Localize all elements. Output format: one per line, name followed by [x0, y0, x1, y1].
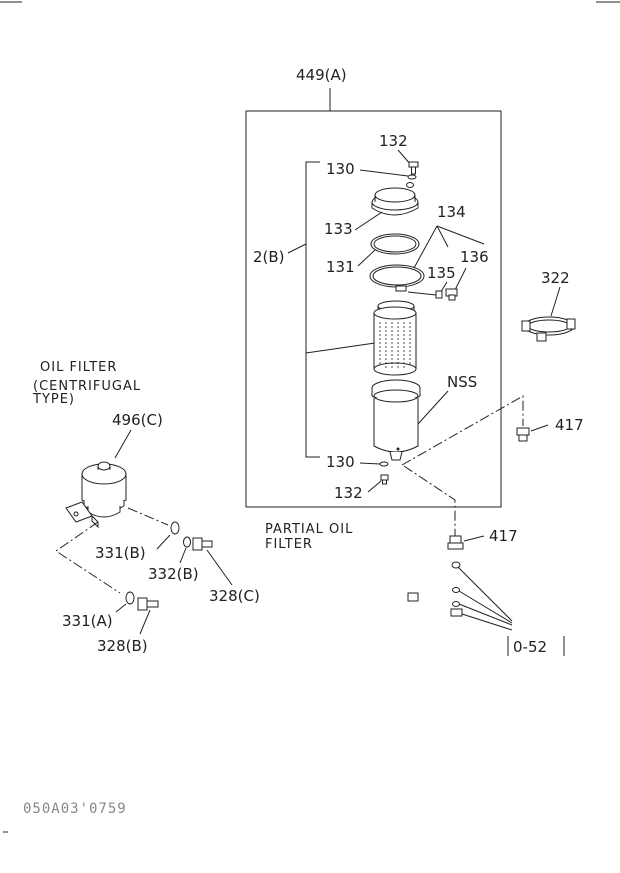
- leader-134-ring: [413, 225, 438, 269]
- caption-oil-filter-1: OIL FILTER: [40, 360, 117, 375]
- label-135: 135: [427, 264, 456, 282]
- filter-element: [373, 300, 417, 376]
- label-331a: 331(A): [62, 612, 113, 630]
- label-130-top: 130: [326, 160, 355, 178]
- label-417-right: 417: [555, 416, 584, 434]
- label-417-bottom: 417: [489, 527, 518, 545]
- label-130-bottom: 130: [326, 453, 355, 471]
- leader-130-bottom: [359, 462, 381, 465]
- cover-133: [371, 182, 419, 216]
- bolt-132-bottom: [380, 474, 389, 485]
- clamp-ring-134: [369, 264, 425, 292]
- assembly-box: [245, 110, 502, 508]
- assembly-label: 449(A): [296, 66, 347, 84]
- label-2b: 2(B): [253, 248, 285, 266]
- fitting-417-bottom: [447, 535, 464, 550]
- leader-328b: [139, 609, 151, 635]
- bolt-132-top: [408, 161, 419, 175]
- label-131: 131: [326, 258, 355, 276]
- washer-130-top: [407, 174, 417, 180]
- leader-052-a: [457, 566, 513, 622]
- bolt-328b: [137, 597, 159, 611]
- clamp-link: [407, 291, 437, 296]
- nut-135: [435, 290, 443, 299]
- label-nss: NSS: [447, 373, 477, 391]
- leader-131: [357, 249, 376, 267]
- hose-assembly: [407, 561, 463, 617]
- leader-328c: [206, 549, 233, 586]
- label-322: 322: [541, 269, 570, 287]
- leader-nss: [417, 390, 449, 425]
- caption-partial-2: FILTER: [265, 537, 313, 552]
- leader-134-136: [436, 225, 485, 245]
- washer-332b: [183, 536, 191, 548]
- label-328b: 328(B): [97, 637, 148, 655]
- route-331b: [127, 507, 169, 526]
- leader-134-135: [436, 225, 449, 248]
- clamp-322: [521, 316, 576, 342]
- leader-331b: [156, 534, 171, 550]
- label-132-top: 132: [379, 132, 408, 150]
- leader-052-c: [458, 603, 513, 626]
- bracket-2b: [305, 161, 320, 458]
- leader-417-bottom: [463, 535, 485, 542]
- washer-331b: [170, 521, 180, 535]
- leader-136: [454, 267, 467, 291]
- label-331b: 331(B): [95, 544, 146, 562]
- leader-496c: [114, 429, 132, 459]
- route-417-right: [401, 395, 524, 466]
- label-136: 136: [460, 248, 489, 266]
- bolt-328c: [192, 537, 213, 551]
- leader-052-b: [458, 590, 513, 624]
- leader-2b-element: [305, 342, 376, 354]
- leader-132-bottom: [367, 480, 382, 493]
- caption-partial-1: PARTIAL OIL: [265, 522, 353, 537]
- label-052: 0-52: [513, 638, 547, 656]
- label-332b: 332(B): [148, 565, 199, 583]
- drawing-code: 050A03'0759: [23, 801, 127, 817]
- fitting-417-right: [516, 427, 530, 442]
- label-132-bottom: 132: [334, 484, 363, 502]
- leader-331a: [115, 603, 127, 613]
- leader-322: [550, 286, 561, 317]
- leader-2b: [287, 243, 307, 254]
- leader-417-right: [530, 424, 549, 432]
- label-328c: 328(C): [209, 587, 260, 605]
- leader-052-d: [461, 613, 513, 631]
- caption-oil-filter-2: (CENTRIFUGAL: [33, 379, 141, 394]
- label-134: 134: [437, 203, 466, 221]
- leader-130-top: [359, 169, 409, 177]
- caption-oil-filter-3: TYPE): [32, 392, 75, 407]
- washer-331a: [125, 591, 135, 605]
- label-133: 133: [324, 220, 353, 238]
- washer-130-bottom: [379, 461, 389, 467]
- leader-332b: [179, 547, 187, 564]
- filter-bowl: [371, 379, 421, 461]
- route-417-bottom: [403, 465, 456, 536]
- oring-131: [370, 233, 420, 255]
- label-496c: 496(C): [112, 411, 163, 429]
- centrifugal-filter: [65, 461, 127, 529]
- bolt-136: [445, 288, 458, 301]
- leader-133: [354, 211, 383, 231]
